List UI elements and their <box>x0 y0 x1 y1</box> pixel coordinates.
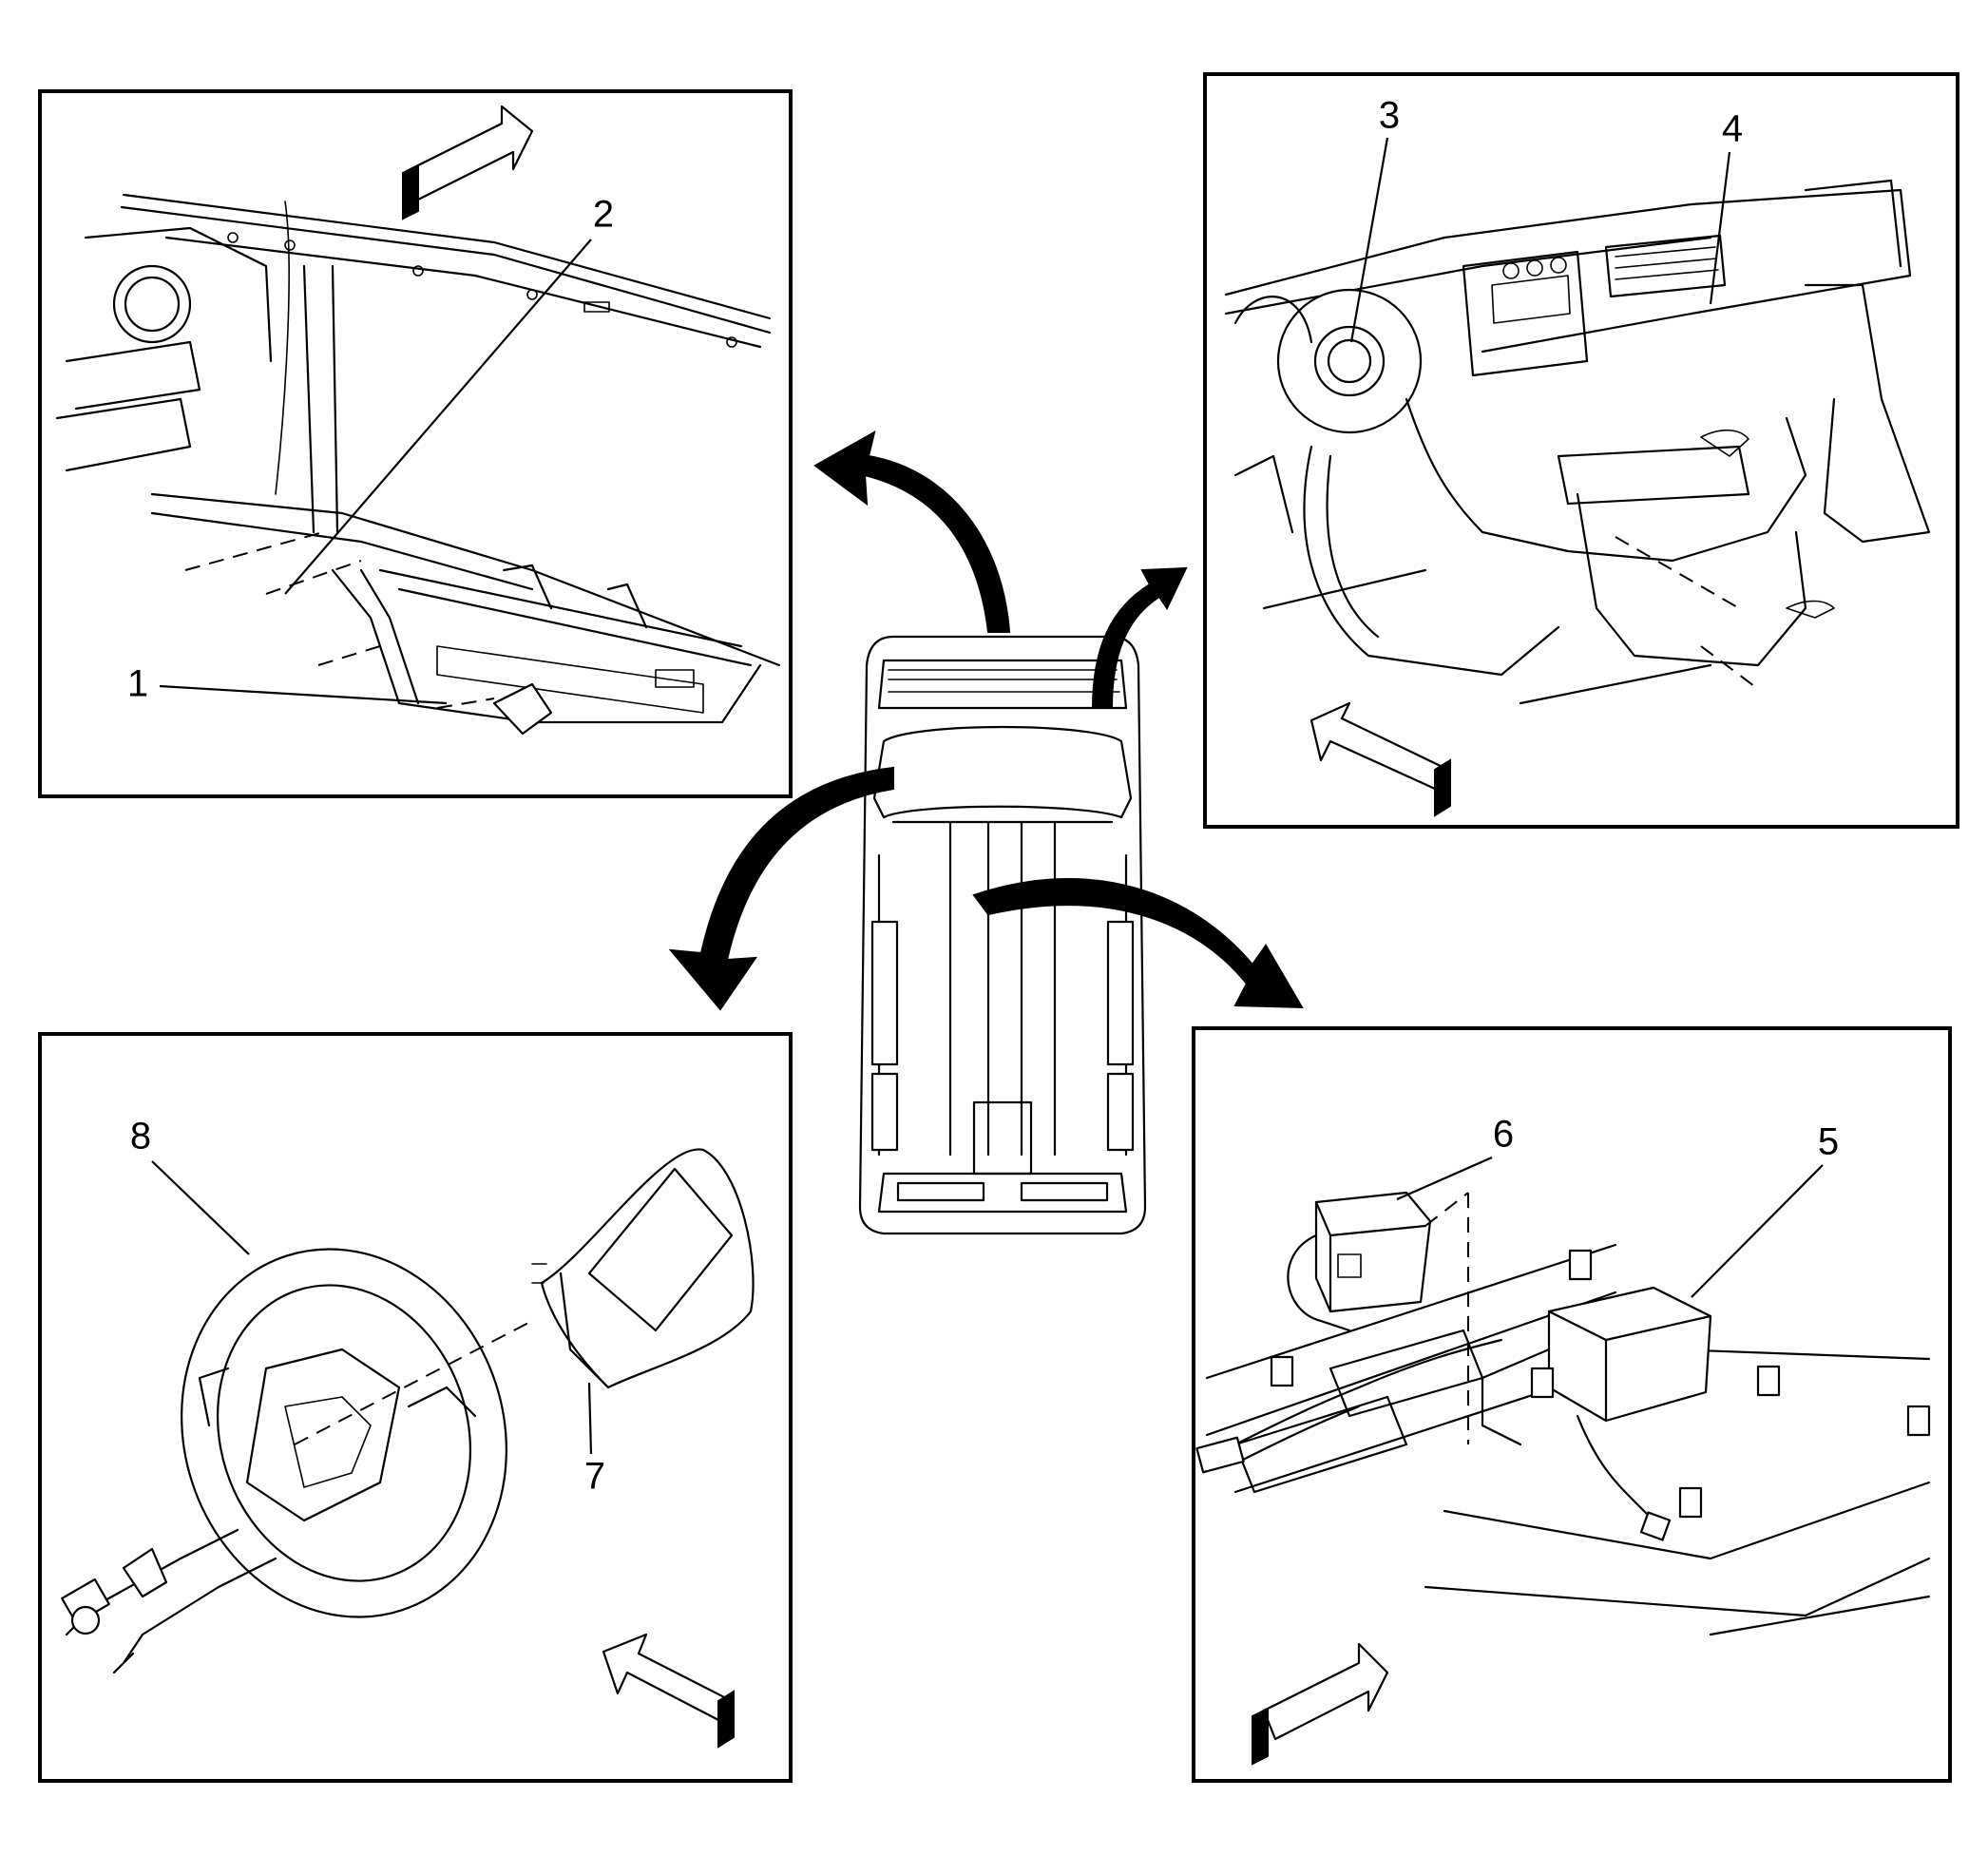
callout-label-4: 4 <box>1722 108 1743 150</box>
panel-front-bumper: 2 1 <box>38 89 793 798</box>
radiator-support-drawing <box>55 193 781 736</box>
callout-6: 6 <box>1396 1114 1514 1201</box>
vehicle-top-view <box>858 635 1147 1235</box>
callout-label-2: 2 <box>593 194 614 236</box>
callout-1: 1 <box>127 663 448 705</box>
callout-label-6: 6 <box>1493 1114 1514 1156</box>
callout-2: 2 <box>284 194 614 595</box>
callout-5: 5 <box>1691 1121 1839 1298</box>
callout-label-5: 5 <box>1818 1121 1839 1163</box>
instrument-panel-drawing <box>1224 179 1931 705</box>
callout-3: 3 <box>1349 95 1400 343</box>
callout-label-3: 3 <box>1379 95 1400 137</box>
pointer-arrow-to-steering-wheel <box>668 766 894 1011</box>
callout-8: 8 <box>130 1116 250 1255</box>
pointer-arrow-to-instrument-panel <box>1091 566 1188 709</box>
pointer-arrow-to-under-seat-modules <box>972 878 1304 1009</box>
under-seat-drawing <box>1195 1191 1931 1636</box>
callout-label-1: 1 <box>127 663 148 705</box>
callout-7: 7 <box>584 1382 605 1498</box>
view-direction-arrow <box>402 105 534 220</box>
callout-label-8: 8 <box>130 1116 151 1157</box>
view-direction-arrow <box>1309 701 1451 817</box>
panel-steering-wheel: 8 7 <box>38 1032 793 1783</box>
view-direction-arrow <box>1252 1642 1389 1766</box>
panel-instrument-panel: 3 4 <box>1203 72 1959 829</box>
panel-under-seat-modules: 6 5 <box>1192 1026 1952 1783</box>
callout-4: 4 <box>1709 108 1743 305</box>
steering-wheel-drawing <box>61 1148 755 1674</box>
callout-label-7: 7 <box>584 1456 605 1498</box>
view-direction-arrow <box>602 1633 735 1749</box>
pointer-arrow-to-front-bumper <box>813 430 1011 633</box>
